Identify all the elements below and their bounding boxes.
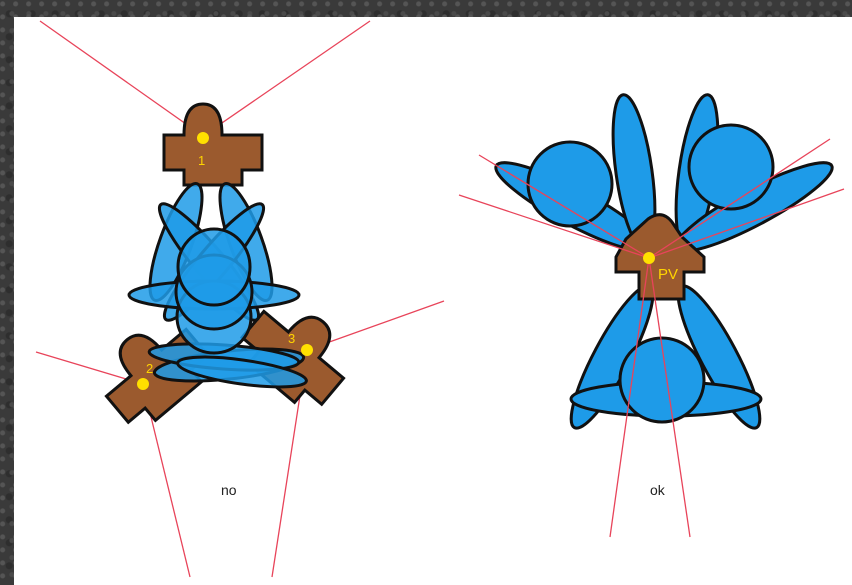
ray [203,21,370,136]
body-circle [689,125,773,209]
right-caption: ok [650,482,666,498]
diagram-canvas: 1 2 3 no [14,17,852,585]
left-caption: no [221,482,237,498]
marker-pv-label: PV [658,266,678,283]
right-diagram: PV ok [459,92,844,537]
left-diagram: 1 2 3 no [36,21,444,577]
ray [40,21,203,136]
marker-pv-dot [643,252,655,264]
diagram-svg: 1 2 3 no [14,17,852,585]
marker-2-dot [137,378,149,390]
body-circle [178,229,250,305]
marker-3-dot [301,344,313,356]
mount-1 [164,104,262,185]
marker-2-label: 2 [146,361,153,376]
marker-1-label: 1 [198,153,205,168]
marker-3-label: 3 [288,331,295,346]
body-circle [528,142,612,226]
marker-1-dot [197,132,209,144]
